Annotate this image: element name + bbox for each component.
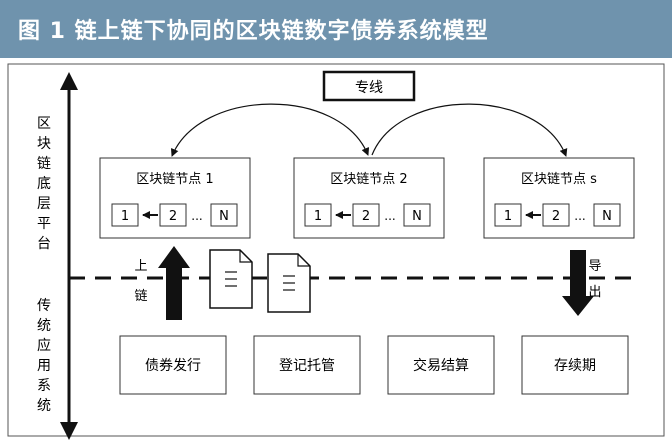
title-bar: 图 1 链上链下协同的区块链数字债券系统模型 <box>0 0 672 58</box>
app-box <box>253 335 361 395</box>
block-cell-label: N <box>602 209 612 224</box>
blockchain-node-2: 区块链节点 2 1 2 ... N <box>293 157 445 239</box>
up-chain-label-char: 上 <box>134 259 147 274</box>
node-title: 区块链节点 2 <box>330 172 407 187</box>
app-box <box>521 335 629 395</box>
platform-label-char: 链 <box>37 156 51 172</box>
block-cell-label: N <box>219 209 229 224</box>
block-ellipsis: ... <box>384 209 395 223</box>
block-cell-label: 2 <box>552 209 560 224</box>
block-cell <box>593 203 621 227</box>
blockchain-node-s: 区块链节点 s 1 2 ... N <box>483 157 635 239</box>
block-cell-label: 1 <box>121 209 129 224</box>
app-box <box>387 335 495 395</box>
document-icon <box>209 249 253 309</box>
block-ellipsis: ... <box>574 209 585 223</box>
arc-node1-node2 <box>170 103 370 157</box>
diagram-area: 区 块 链 底 层 平 台 传 统 应 用 系 统 专线 区块链节点 1 1 2… <box>0 58 672 440</box>
export-arrow <box>562 250 594 316</box>
app-duration-period: 存续期 <box>521 335 629 395</box>
app-box <box>119 335 227 395</box>
platform-layer-label: 区 块 链 底 层 平 台 <box>37 116 51 252</box>
block-cell <box>494 203 522 227</box>
app-bond-issuance: 债券发行 <box>119 335 227 395</box>
up-chain-label-char: 链 <box>134 289 147 304</box>
block-cell-label: 2 <box>362 209 370 224</box>
platform-label-char: 底 <box>37 176 51 192</box>
legacy-system-label: 传 统 应 用 系 统 <box>37 298 51 414</box>
node-title: 区块链节点 s <box>521 172 597 187</box>
figure-title: 图 1 链上链下协同的区块链数字债券系统模型 <box>18 19 489 44</box>
block-cell-label: 1 <box>314 209 322 224</box>
app-label: 债券发行 <box>145 358 201 374</box>
block-cell-label: 1 <box>504 209 512 224</box>
app-label: 存续期 <box>554 357 596 374</box>
app-label: 登记托管 <box>279 358 335 374</box>
block-cell <box>111 203 139 227</box>
block-cell <box>304 203 332 227</box>
blockchain-node-1: 区块链节点 1 1 2 ... N <box>99 157 251 239</box>
platform-label-char: 平 <box>37 216 51 232</box>
platform-label-char: 台 <box>37 236 51 252</box>
block-cell-label: N <box>412 209 422 224</box>
legacy-label-char: 系 <box>37 378 51 394</box>
legacy-label-char: 用 <box>37 358 51 374</box>
export-label-char: 出 <box>588 285 601 300</box>
platform-label-char: 区 <box>37 116 51 132</box>
block-cell <box>352 203 380 227</box>
legacy-label-char: 统 <box>37 318 51 334</box>
node-title: 区块链节点 1 <box>136 172 213 187</box>
outer-frame <box>7 63 665 437</box>
export-label-char: 导 <box>588 259 601 274</box>
legacy-label-char: 统 <box>37 398 51 414</box>
app-label: 交易结算 <box>413 357 469 374</box>
platform-label-char: 层 <box>37 196 51 212</box>
document-icon <box>267 253 311 313</box>
block-cell <box>542 203 570 227</box>
block-cell <box>159 203 187 227</box>
system-model-diagram: 区 块 链 底 层 平 台 传 统 应 用 系 统 专线 区块链节点 1 1 2… <box>7 63 665 440</box>
dedicated-line-box <box>322 70 416 102</box>
block-cell <box>403 203 431 227</box>
platform-label-char: 块 <box>37 136 51 152</box>
legacy-label-char: 传 <box>37 298 51 314</box>
axis-arrow-down <box>60 422 78 440</box>
block-ellipsis: ... <box>191 209 202 223</box>
axis-arrow-up <box>60 72 78 90</box>
arc-node2-nodes <box>371 103 568 157</box>
app-trade-settlement: 交易结算 <box>387 335 495 395</box>
app-registration-custody: 登记托管 <box>253 335 361 395</box>
block-cell-label: 2 <box>169 209 177 224</box>
block-cell <box>210 203 238 227</box>
dedicated-line-label: 专线 <box>355 80 383 96</box>
legacy-label-char: 应 <box>37 337 51 354</box>
up-chain-arrow <box>158 246 190 320</box>
